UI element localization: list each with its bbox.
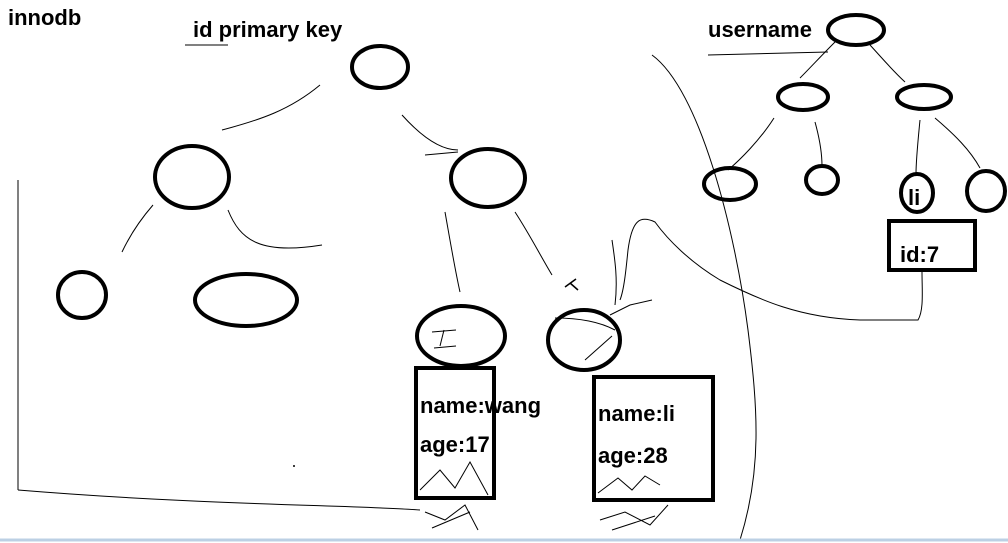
pk-leaf-1 xyxy=(56,270,108,320)
un-leaf-2 xyxy=(804,164,840,196)
stray-dot xyxy=(293,465,295,467)
innodb-label: innodb xyxy=(8,5,81,30)
un-edge-root-left xyxy=(799,41,836,79)
separator-line-bottom xyxy=(17,489,421,511)
record-2-scribble xyxy=(597,475,661,494)
pk-root-node xyxy=(350,44,410,90)
un-right-node xyxy=(895,83,953,111)
leaf-4-scribble xyxy=(554,317,616,361)
record-2-name: name:li xyxy=(598,401,675,426)
un-root-node xyxy=(826,13,886,47)
un-edge-right-leaf4 xyxy=(934,117,981,169)
pk-right-node xyxy=(449,147,527,209)
un-leaf-3 xyxy=(899,172,935,214)
primary-key-label: id primary key xyxy=(193,17,343,42)
un-edge-left-leaf1 xyxy=(727,117,775,171)
pk-edge-left-leaf2 xyxy=(227,209,323,249)
username-underline xyxy=(707,51,829,56)
primary-key-pointer: id:7 xyxy=(900,242,939,267)
back-pointer-path xyxy=(619,218,923,321)
pk-edge-root-left xyxy=(221,84,321,131)
record-box-2 xyxy=(592,375,715,502)
record-1-scribble xyxy=(419,460,489,496)
separator-line-right xyxy=(651,54,757,541)
leaf-4-upper-line xyxy=(611,239,617,306)
leaf-3-scribble xyxy=(431,329,457,349)
record-box-1 xyxy=(414,366,496,500)
pk-edge-left-leaf1 xyxy=(121,204,154,253)
un-edge-root-right xyxy=(869,44,906,83)
pk-edge-root-right-tick xyxy=(424,151,459,156)
pk-leaf-2 xyxy=(193,272,299,328)
un-edge-left-leaf2 xyxy=(814,121,823,167)
pk-edge-right-leaf4 xyxy=(514,211,553,276)
record-1-name: name:wang xyxy=(420,393,541,418)
leaf-4-pointer-line xyxy=(609,299,653,316)
record-1-age: age:17 xyxy=(420,432,490,457)
below-record-2-scribble xyxy=(599,504,669,531)
pk-leaf-4 xyxy=(546,308,622,372)
pk-edge-root-right xyxy=(401,114,459,151)
username-label: username xyxy=(708,17,812,42)
below-record-1-scribble xyxy=(424,504,479,531)
pencil-icon xyxy=(564,278,579,291)
pk-leaf-3 xyxy=(415,304,507,368)
pk-left-node xyxy=(153,144,231,210)
un-edge-right-leaf3 xyxy=(915,119,921,175)
un-leaf-1 xyxy=(702,166,758,202)
pk-edge-right-leaf3 xyxy=(444,211,461,293)
un-leaf-3-key: li xyxy=(908,185,920,210)
un-left-node xyxy=(776,82,830,112)
un-leaf-4 xyxy=(965,169,1007,213)
record-2-age: age:28 xyxy=(598,443,668,468)
primary-key-pointer-box xyxy=(887,219,977,272)
